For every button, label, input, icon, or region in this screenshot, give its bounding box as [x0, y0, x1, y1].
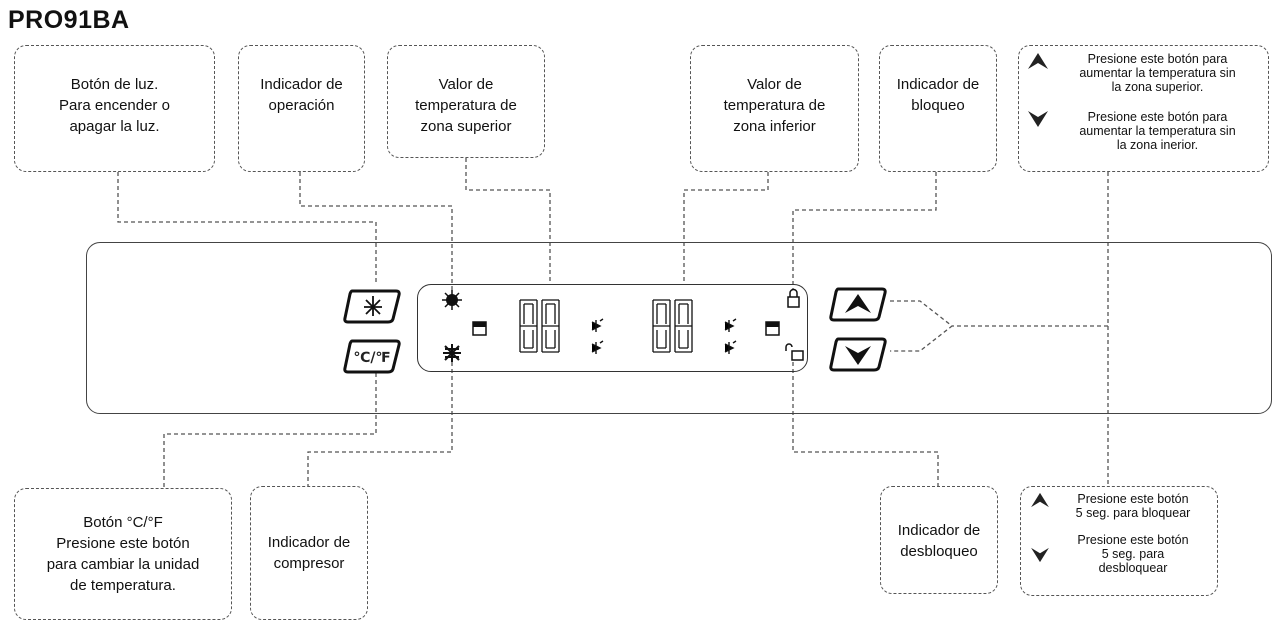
callout-unlock-indicator: Indicador de desbloqueo — [880, 486, 998, 594]
arrow-down-icon — [845, 346, 871, 365]
callout-text: desbloqueo — [900, 543, 978, 560]
lcd-display — [417, 284, 808, 372]
callout-text: para cambiar la unidad — [46, 556, 200, 573]
callout-text: temperatura de — [723, 97, 826, 114]
arrow-up-icon — [1028, 53, 1048, 69]
callout-text: Botón °C/°F — [83, 514, 163, 531]
arrow-up-icon — [845, 294, 871, 313]
hint-text: 5 seg. para bloquear — [1075, 506, 1191, 520]
callout-text: operación — [268, 97, 335, 114]
callout-text: zona inferior — [733, 118, 816, 135]
callout-text: Valor de — [438, 76, 494, 93]
hint-text: Presione este botón para — [1087, 110, 1228, 124]
callout-text: Valor de — [747, 76, 802, 93]
callout-text: Presione este botón — [56, 535, 190, 552]
callout-lock-indicator: Indicador de bloqueo — [879, 45, 997, 172]
callout-text: temperatura de — [415, 97, 517, 114]
arrow-up-icon — [1031, 492, 1049, 508]
hint-text: 5 seg. para — [1101, 547, 1165, 561]
hint-text: aumentar la temperatura sin — [1079, 66, 1236, 80]
callout-upper-zone-temperature: Valor de temperatura de zona superior — [387, 45, 545, 158]
hint-text: la zona inerior. — [1116, 138, 1199, 152]
callout-celsius-fahrenheit-button: Botón °C/°F Presione este botón para cam… — [14, 488, 232, 620]
hint-text: Presione este botón — [1077, 533, 1189, 547]
hint-text: aumentar la temperatura sin — [1079, 124, 1236, 138]
callout-arrow-buttons-temperature: Presione este botón para aumentar la tem… — [1018, 45, 1269, 172]
hint-text: desbloquear — [1098, 561, 1168, 575]
callout-text: Botón de luz. — [70, 76, 159, 93]
hint-row-lock: Presione este botón 5 seg. para bloquear — [1027, 492, 1213, 520]
callout-text: compresor — [273, 555, 345, 572]
callout-text: Indicador de — [267, 534, 351, 551]
light-button[interactable] — [342, 287, 402, 325]
temperature-up-button[interactable] — [828, 285, 888, 323]
hint-row-unlock: Presione este botón 5 seg. para desbloqu… — [1027, 533, 1213, 575]
callout-text: Para encender o — [59, 97, 170, 114]
celsius-fahrenheit-button[interactable]: ℃/℉ — [342, 337, 402, 375]
celsius-fahrenheit-icon: ℃/℉ — [353, 350, 390, 366]
control-panel — [86, 242, 1272, 414]
callout-text: bloqueo — [911, 97, 965, 114]
hint-text: Presione este botón para — [1087, 52, 1228, 66]
callout-lock-unlock-hold: Presione este botón 5 seg. para bloquear… — [1020, 486, 1218, 596]
callout-compressor-indicator: Indicador de compresor — [250, 486, 368, 620]
callout-text: Indicador de — [896, 76, 980, 93]
callout-text: Indicador de — [897, 522, 981, 539]
callout-light-button: Botón de luz. Para encender o apagar la … — [14, 45, 215, 172]
hint-text: Presione este botón — [1077, 492, 1189, 506]
hint-text: la zona superior. — [1111, 80, 1204, 94]
callout-text: Indicador de — [260, 76, 343, 93]
callout-text: zona superior — [420, 118, 512, 135]
callout-text: apagar la luz. — [69, 118, 160, 135]
temperature-down-button[interactable] — [828, 335, 888, 373]
arrow-down-icon — [1028, 111, 1048, 127]
model-title: PRO91BA — [8, 6, 130, 34]
arrow-down-icon — [1031, 547, 1049, 563]
callout-lower-zone-temperature: Valor de temperatura de zona inferior — [690, 45, 859, 172]
callout-operation-indicator: Indicador de operación — [238, 45, 365, 172]
hint-row-down: Presione este botón para aumentar la tem… — [1025, 110, 1264, 152]
light-icon — [364, 296, 382, 316]
callout-text: de temperatura. — [70, 577, 176, 594]
hint-row-up: Presione este botón para aumentar la tem… — [1025, 52, 1264, 94]
